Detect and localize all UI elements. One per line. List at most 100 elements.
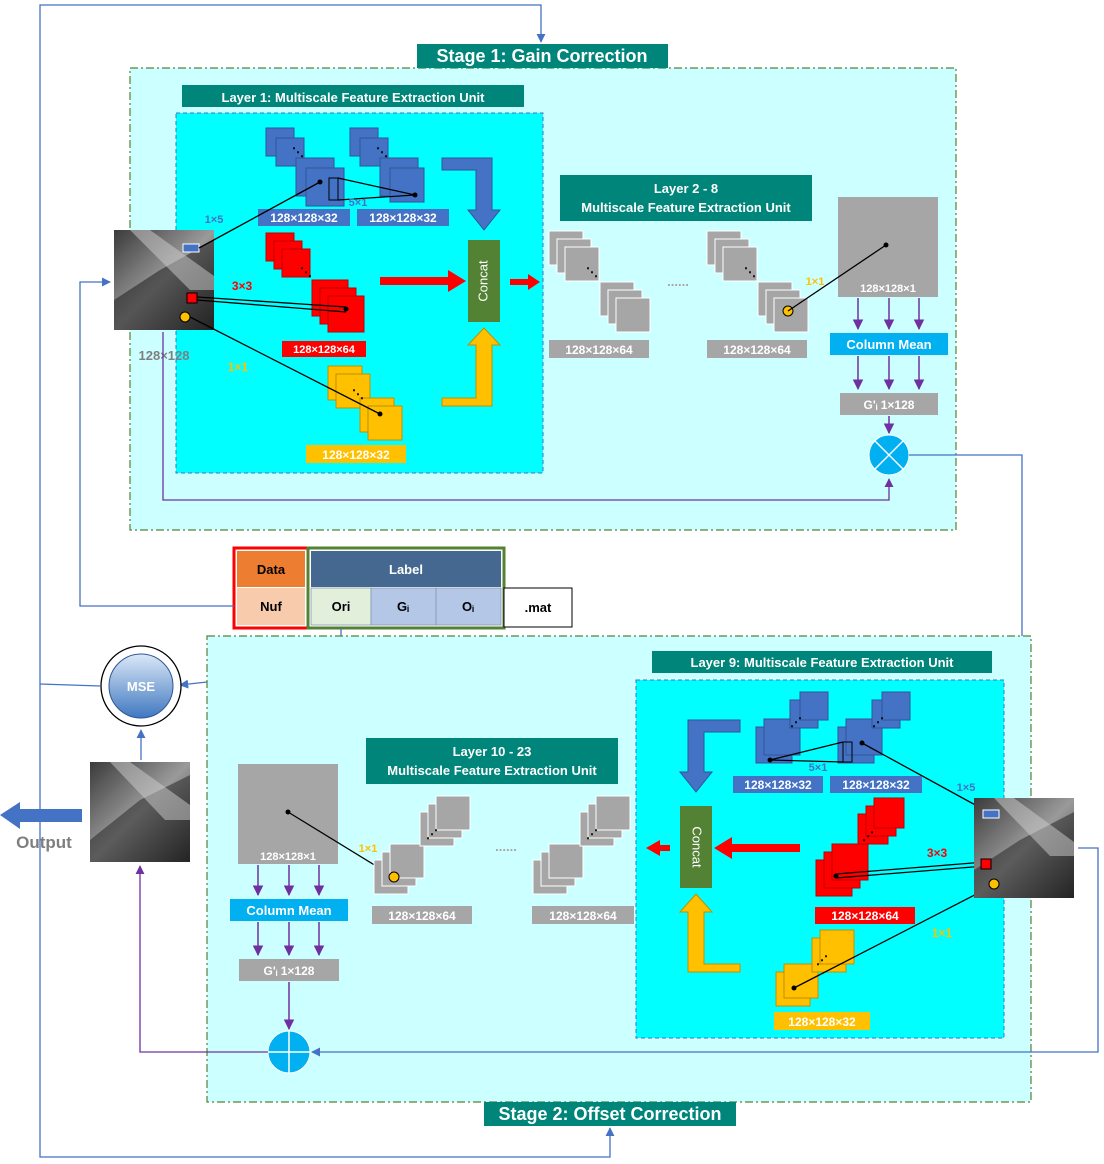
stage2-kernel-label-1x1-b: 1×1	[359, 843, 378, 855]
stage2-yellow-dim-label-bg	[774, 1012, 870, 1030]
ellipsis-dots: ⋰	[586, 827, 598, 841]
mat-label: .mat	[525, 600, 552, 615]
stage2-kernel-label-3x3: 3×3	[927, 846, 948, 860]
output-map	[838, 197, 938, 297]
nuf-label: Nuf	[260, 599, 282, 614]
ellipsis-dots: ⋰	[816, 953, 828, 967]
stage2-column-mean-block	[230, 899, 348, 921]
stage2-gray-feature-stack-b	[532, 795, 631, 895]
mse-label: MSE	[127, 679, 156, 694]
map-dim-label: 128×128×1	[860, 283, 916, 295]
stage2-yellow-dim-label: 128×128×32	[788, 1015, 856, 1029]
stage2-blue-dim-label-b: 128×128×32	[842, 778, 910, 792]
ellipsis-dots: ⋱	[300, 265, 312, 279]
stage2-blue-dim-label-b-bg	[830, 776, 922, 793]
ellipsis-dots: ⋰	[872, 715, 884, 729]
layer1-title-bg	[182, 85, 524, 107]
yellow-feature-stack	[327, 365, 403, 441]
output-image	[90, 762, 190, 862]
ellipsis-dots: ⋱	[352, 387, 364, 401]
layer-10-23-title-bg	[366, 738, 618, 784]
kernel-label-5x1: 5×1	[349, 197, 368, 209]
ellipsis-dots: ⋰	[862, 829, 874, 843]
stage2-blue-feature-stack-b	[837, 691, 911, 764]
stage2-blue-dim-label-a: 128×128×32	[744, 778, 812, 792]
gain-vector-block	[840, 393, 938, 415]
gray-dim-label-b-bg	[707, 340, 807, 358]
stage1-title: Stage 1: Gain Correction	[436, 46, 647, 66]
gray-dim-label-a-bg	[549, 340, 649, 358]
kernel-label-1x1: 1×1	[228, 360, 249, 374]
stage2-gray-dim-label-a-bg	[372, 906, 472, 924]
label-header: Label	[389, 562, 423, 577]
gray-feature-stack-b	[706, 230, 809, 333]
stage2-blue-feature-stack-a	[755, 691, 829, 764]
column-mean-block	[830, 333, 948, 355]
ellipsis-dots: ⋱	[586, 265, 598, 279]
stage2-red-dim-label: 128×128×64	[831, 909, 899, 923]
ellipsis-dots: ⋰	[426, 827, 438, 841]
concat-block	[468, 240, 500, 322]
layer-10-23-title: Layer 10 - 23	[453, 744, 532, 759]
gray-dim-label-a: 128×128×64	[565, 343, 633, 357]
blue-dim-label-a: 128×128×32	[270, 211, 338, 225]
column-mean-label: Column Mean	[846, 337, 931, 352]
add-op	[267, 1030, 311, 1074]
layer-ellipsis: ......	[667, 274, 689, 289]
gray-feature-stack-a	[548, 230, 651, 333]
mse-node	[100, 645, 182, 727]
concat-label: Concat	[475, 260, 490, 302]
stage2-yellow-feature-stack	[775, 929, 855, 1007]
stage2-blue-dim-label-a-bg	[733, 776, 823, 793]
stage2-layer-ellipsis: ......	[495, 839, 517, 854]
yellow-dim-label: 128×128×32	[322, 448, 390, 462]
stage2-gray-dim-label-b: 128×128×64	[549, 909, 617, 923]
gi-label: Gᵢ	[397, 599, 409, 614]
stage2-title: Stage 2: Offset Correction	[498, 1104, 721, 1124]
layer1-title: Layer 1: Multiscale Feature Extraction U…	[222, 90, 486, 105]
red-dim-label-bg	[282, 341, 366, 357]
blue-dim-label-b-bg	[357, 209, 449, 226]
stage2-title-bg	[484, 1102, 736, 1126]
layer-2-8-title: Layer 2 - 8	[654, 181, 718, 196]
stage2-column-mean-label: Column Mean	[246, 903, 331, 918]
stage2-gray-dim-label-a: 128×128×64	[388, 909, 456, 923]
layer-2-8-title-bg	[560, 175, 812, 221]
kernel-label-3x3: 3×3	[232, 279, 253, 293]
layer-10-23-subtitle: Multiscale Feature Extraction Unit	[387, 763, 597, 778]
stage1-title-bg	[417, 44, 668, 68]
ori-label: Ori	[332, 599, 351, 614]
layer9-title: Layer 9: Multiscale Feature Extraction U…	[691, 655, 955, 670]
output-label: Output	[16, 833, 72, 852]
kernel-label-1x5: 1×5	[205, 214, 224, 226]
ellipsis-dots: ⋱	[744, 265, 756, 279]
stage2-concat-label: Concat	[690, 826, 705, 868]
red-dim-label: 128×128×64	[293, 344, 356, 356]
multiply-op	[868, 434, 910, 476]
stage2-gain-vector-block	[239, 959, 339, 981]
stage2-map-dim-label: 128×128×1	[260, 851, 316, 863]
kernel-label-1x1-b: 1×1	[806, 276, 825, 288]
stage2-gain-vector-label: G'ᵢ 1×128	[264, 964, 315, 978]
stage2-kernel-label-5x1: 5×1	[809, 762, 828, 774]
stage2-kernel-label-1x1: 1×1	[932, 926, 953, 940]
gain-vector-label: G'ᵢ 1×128	[864, 398, 915, 412]
stage2-red-feature-stack	[815, 797, 905, 897]
ellipsis-dots: ⋱	[292, 145, 304, 159]
stage2-gray-dim-label-b-bg	[532, 906, 634, 924]
ellipsis-dots: ⋰	[790, 715, 802, 729]
data-label: Data	[257, 562, 286, 577]
blue-dim-label-a-bg	[258, 209, 350, 226]
yellow-dim-label-bg	[306, 445, 406, 463]
stage2-concat-block	[680, 806, 712, 888]
blue-feature-stack-b	[349, 127, 425, 203]
blue-dim-label-b: 128×128×32	[369, 211, 437, 225]
stage2-red-dim-label-bg	[815, 907, 915, 924]
output-arrow	[0, 802, 82, 829]
mat-box	[503, 587, 573, 628]
input-dim-label: 128×128	[139, 348, 190, 363]
ellipsis-dots: ⋱	[376, 145, 388, 159]
stage2-kernel-label-1x5: 1×5	[957, 782, 976, 794]
gray-dim-label-b: 128×128×64	[723, 343, 791, 357]
